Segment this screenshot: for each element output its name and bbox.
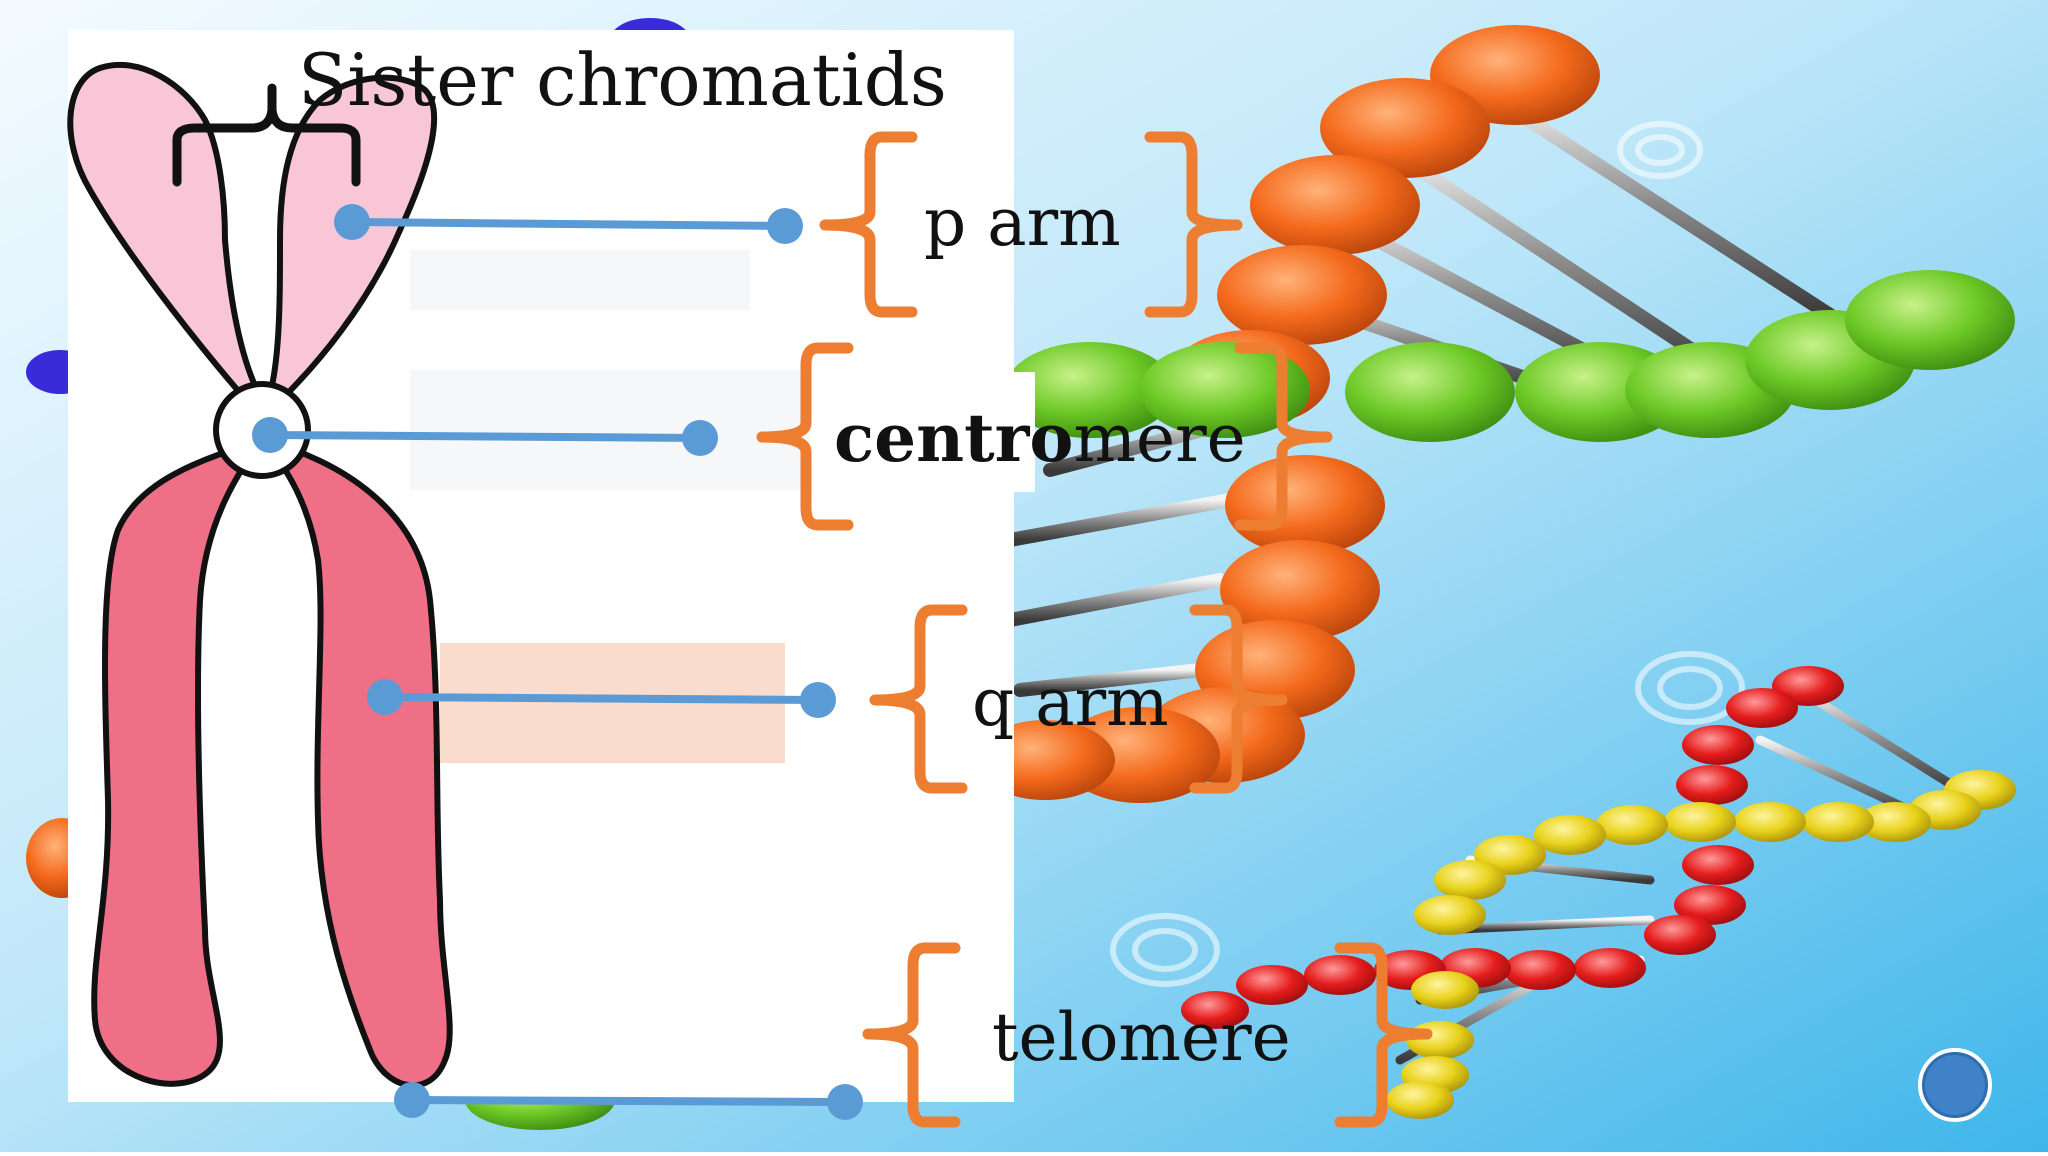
label-backdrop [1010,372,1035,492]
pointer-dot [682,420,718,456]
centromere-label-bold: centro [834,399,1074,477]
sister-brace [172,83,361,187]
q-arm-label: q arm [972,664,1169,741]
chromatid-p-left [67,61,265,421]
bracket-centro-right [1234,342,1333,531]
faint-box [410,370,810,490]
label-brackets [756,131,1433,1128]
pointer-dot [252,417,288,453]
nav-circle-icon[interactable] [1918,1048,1992,1122]
faint-box [410,250,750,310]
bracket-telo-left [862,942,961,1128]
pointer-dot [827,1084,863,1120]
centromere-label-rest: mere [1073,400,1246,477]
bracket-telo-right [1334,942,1433,1128]
telomere-label: telomere [992,999,1291,1076]
bracket-centro-left [756,342,854,531]
pointer-dot [367,679,403,715]
chromatid-q-left [91,437,265,1087]
sister-chromatids-label: Sister chromatids [298,38,947,122]
pointer-lines [269,218,846,1106]
chromatid-p-right [259,74,438,421]
centromere-label: centromere [834,405,1246,472]
bracket-q-right [1189,604,1288,794]
chromosome [67,61,453,1089]
dna-helix-small [1181,666,2016,1119]
bracket-p-left [819,131,918,318]
pointer-dot [394,1082,430,1118]
pointer-dot [800,682,836,718]
pointer-dot [334,204,370,240]
p-arm-label: p arm [924,184,1121,261]
bracket-p-right [1144,131,1243,318]
bracket-q-left [869,604,968,794]
watermark-swirls [1110,121,1745,987]
pointer-dot [767,208,803,244]
